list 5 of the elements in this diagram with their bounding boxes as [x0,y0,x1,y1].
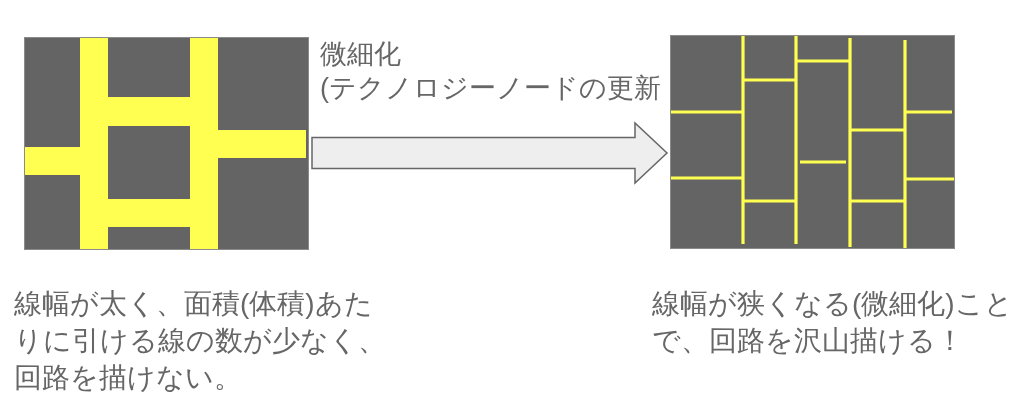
fine-wiring-drawing [670,35,955,249]
node-label: 線幅が狭くなる(微細化)ことで、回路を沢山描ける！ [652,287,1014,358]
node-label: 線幅が太く、面積(体積)あたりに引ける線の数が少なく、回路を描けない。 [14,287,386,395]
block-arrow [311,121,669,185]
wide-wiring-drawing [24,37,309,250]
